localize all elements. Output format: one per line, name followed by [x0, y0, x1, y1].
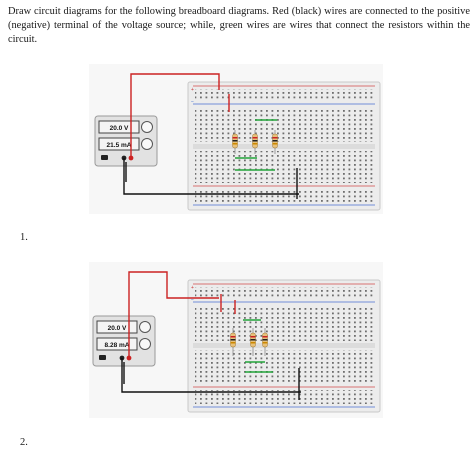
- breadboard: [187, 81, 381, 211]
- voltage-display: 20.0 V: [108, 325, 127, 332]
- current-knob-icon: [141, 138, 153, 150]
- current-display: 8.28 mA: [105, 342, 130, 349]
- current-display: 21.5 mA: [107, 142, 132, 149]
- power-switch-icon: [99, 355, 106, 360]
- voltage-display: 20.0 V: [110, 125, 129, 132]
- breadboard-figure-2: + − 20.0 V 8.28 mA: [89, 262, 383, 418]
- breadboard-figure-1: + − 20.0 V 21.5 mA: [89, 64, 383, 214]
- power-supply: 20.0 V 8.28 mA: [92, 315, 156, 367]
- black-wire-supply: [123, 158, 299, 195]
- rail-minus-label: −: [191, 297, 194, 303]
- resistor-3: [272, 130, 278, 154]
- resistor-2: [252, 130, 258, 154]
- resistor-1: [230, 328, 236, 356]
- problem-number-2: 2.: [20, 437, 28, 448]
- current-knob-icon: [139, 338, 151, 350]
- power-switch-icon: [101, 155, 108, 160]
- power-supply: 20.0 V 21.5 mA: [94, 115, 158, 167]
- instructions-text: Draw circuit diagrams for the following …: [8, 6, 470, 45]
- voltage-knob-icon: [141, 121, 153, 133]
- resistor-2: [250, 328, 256, 356]
- breadboard: [187, 279, 381, 413]
- problem-number-1: 1.: [20, 232, 28, 243]
- resistor-3: [262, 328, 268, 356]
- rail-plus-label: +: [191, 285, 194, 291]
- black-wire-supply: [121, 358, 301, 393]
- red-wire-supply: [128, 271, 219, 358]
- red-wire-supply: [130, 73, 220, 158]
- rail-minus-label: −: [191, 99, 194, 105]
- rail-plus-label: +: [191, 87, 194, 93]
- resistor-1: [232, 130, 238, 154]
- voltage-knob-icon: [139, 321, 151, 333]
